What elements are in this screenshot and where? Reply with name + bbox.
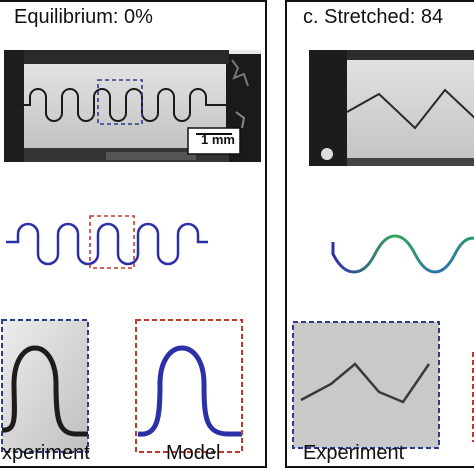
scale-bar-label: 1 mm (201, 132, 235, 147)
stretched-experiment-inset (292, 321, 474, 449)
stretched-figure (292, 50, 474, 449)
model-zoom-inset (135, 319, 243, 453)
stretched-microscope-photo (309, 50, 474, 166)
stretched-model (331, 234, 474, 274)
model-label: Model (166, 442, 221, 464)
experiment-label: Experiment (303, 442, 405, 464)
model-serpentine (6, 215, 208, 269)
panel-title: Equilibrium: 0% (14, 6, 153, 28)
panel-title: c. Stretched: 84 (303, 6, 444, 28)
panel-equilibrium: Equilibrium: 0% (0, 0, 267, 468)
experiment-label: xperiment (2, 442, 90, 464)
panel-stretched: c. Stretched: 84 (285, 0, 474, 468)
experiment-zoom-inset (1, 319, 89, 453)
microscope-photo (4, 50, 261, 162)
equilibrium-figure (1, 50, 261, 453)
